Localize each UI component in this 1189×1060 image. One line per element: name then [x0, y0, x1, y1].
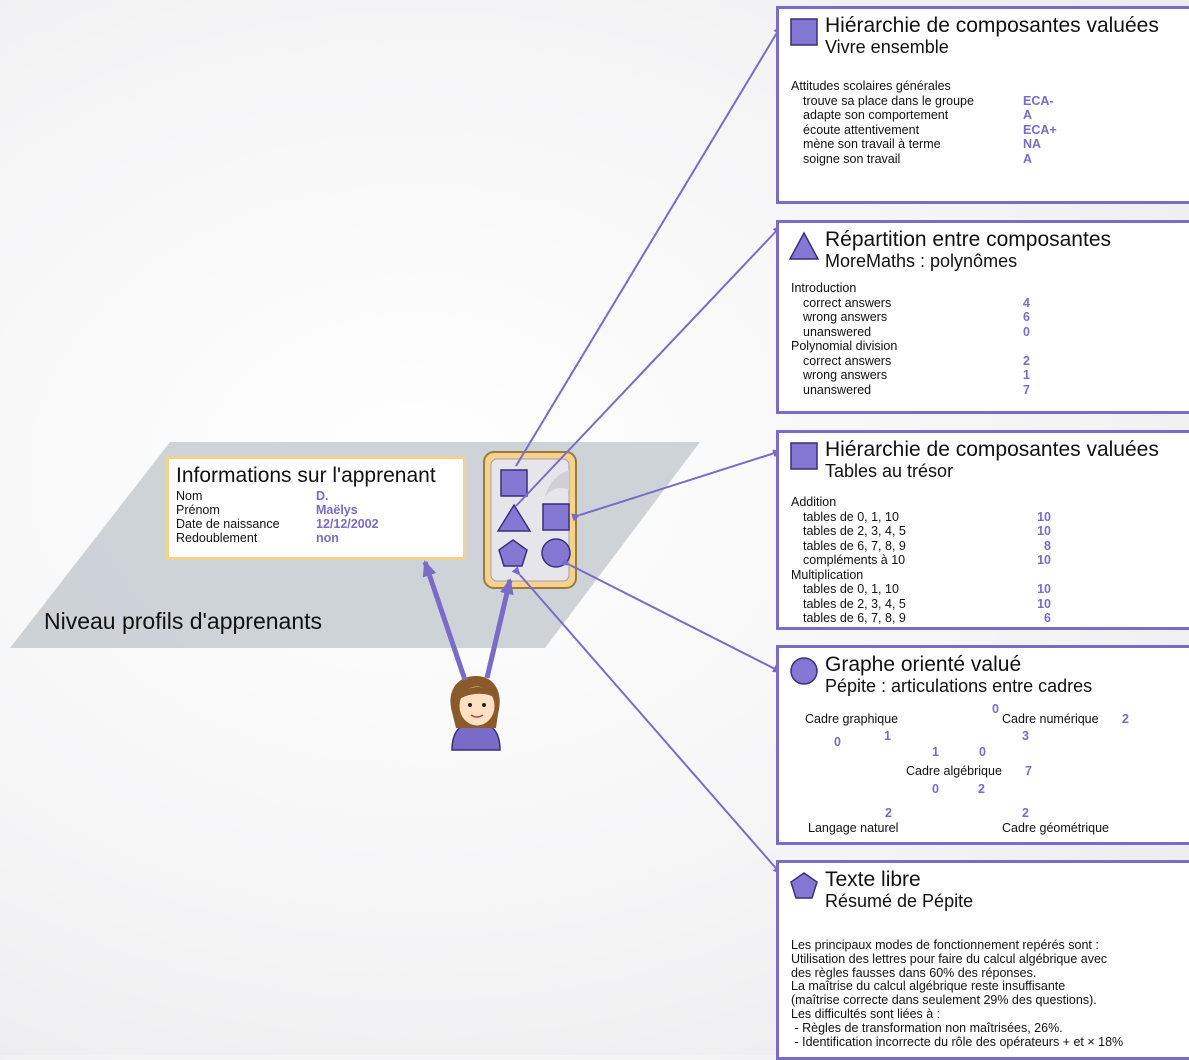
- group-label: Multiplication: [791, 567, 864, 582]
- graph-node-graphique: Cadre graphique: [805, 712, 899, 726]
- graph-node-value: 2: [1122, 712, 1129, 726]
- text-line: - Identification incorrecte du rôle des …: [791, 1034, 1124, 1049]
- panel-subtitle: Résumé de Pépite: [825, 891, 974, 911]
- group-label: Addition: [791, 495, 837, 509]
- pentagon-icon: [790, 872, 818, 899]
- edge-value: 0: [992, 702, 999, 716]
- edge-value: 3: [1022, 729, 1029, 743]
- edge-value: 1: [932, 745, 939, 759]
- group-label: Introduction: [791, 281, 857, 295]
- panel-title: Graphe orienté valué: [825, 653, 1022, 676]
- graph-node-algebrique: Cadre algébrique: [906, 764, 1002, 778]
- panel-title: Répartition entre composantes: [825, 228, 1111, 251]
- panel-tables-au-tresor: Hiérarchie de composantes valuées Tables…: [776, 430, 1189, 630]
- panel-title: Texte libre: [825, 868, 921, 891]
- panel-subtitle: Pépite : articulations entre cadres: [825, 676, 1093, 696]
- panel-moremaths: Répartition entre composantes MoreMaths …: [776, 220, 1189, 414]
- panel-graphe-oriente: Graphe orienté valué Pépite : articulati…: [776, 645, 1189, 845]
- doc-pentagon-icon: [498, 539, 528, 567]
- square-icon: [790, 18, 818, 46]
- edge-value: 2: [1022, 806, 1029, 820]
- text-line: Utilisation des lettres pour faire du ca…: [791, 951, 1108, 966]
- panel-title: Hiérarchie de composantes valuées: [825, 14, 1159, 37]
- triangle-icon: [789, 231, 819, 260]
- graph-node-numerique: Cadre numérique: [1002, 712, 1099, 726]
- group-label: Polynomial division: [791, 339, 898, 353]
- text-line: Les principaux modes de fonctionnement r…: [791, 938, 1099, 952]
- graph-node-value: 7: [1025, 764, 1032, 778]
- text-line: La maîtrise du calcul algébrique reste i…: [791, 979, 1066, 994]
- doc-square-icon-1: [500, 469, 528, 497]
- free-text: Les principaux modes de fonctionnement r…: [791, 938, 1124, 1049]
- doc-square-icon-2: [542, 503, 570, 531]
- text-line: (maîtrise correcte dans seulement 29% de…: [791, 993, 1097, 1008]
- learner-info-title: Informations sur l'apprenant: [176, 464, 436, 487]
- edge-value: 0: [979, 745, 986, 759]
- profile-document-icon: [483, 451, 577, 589]
- panel-subtitle: Vivre ensemble: [825, 37, 949, 57]
- graph-node-naturel: Langage naturel: [808, 821, 899, 835]
- panel-texte-libre: Texte libre Résumé de Pépite Les princip…: [776, 860, 1189, 1060]
- edge-value: 2: [978, 782, 985, 796]
- edge-value: 1: [884, 729, 891, 743]
- panel-subtitle: MoreMaths : polynômes: [825, 251, 1018, 271]
- text-line: - Règles de transformation non maîtrisée…: [791, 1020, 1063, 1035]
- group-label: Attitudes scolaires générales: [791, 79, 951, 93]
- panel-vivre-ensemble: Hiérarchie de composantes valuées Vivre …: [776, 6, 1189, 204]
- panel-title: Hiérarchie de composantes valuées: [825, 438, 1159, 461]
- graph-node-geometrique: Cadre géométrique: [1002, 821, 1110, 835]
- doc-circle-icon: [541, 538, 571, 568]
- square-icon: [790, 442, 818, 470]
- edge-value: 0: [932, 782, 939, 796]
- text-line: Les difficultés sont liées à :: [791, 1006, 941, 1021]
- plane-label: Niveau profils d'apprenants: [44, 608, 322, 634]
- doc-triangle-icon: [496, 503, 532, 532]
- edge-value: 2: [885, 806, 892, 820]
- text-line: des règles fausses dans 60% des réponses…: [791, 965, 1037, 980]
- edge-value: 0: [834, 735, 841, 749]
- panel-subtitle: Tables au trésor: [825, 461, 954, 481]
- learner-avatar-icon: [450, 676, 501, 751]
- circle-icon: [790, 657, 818, 685]
